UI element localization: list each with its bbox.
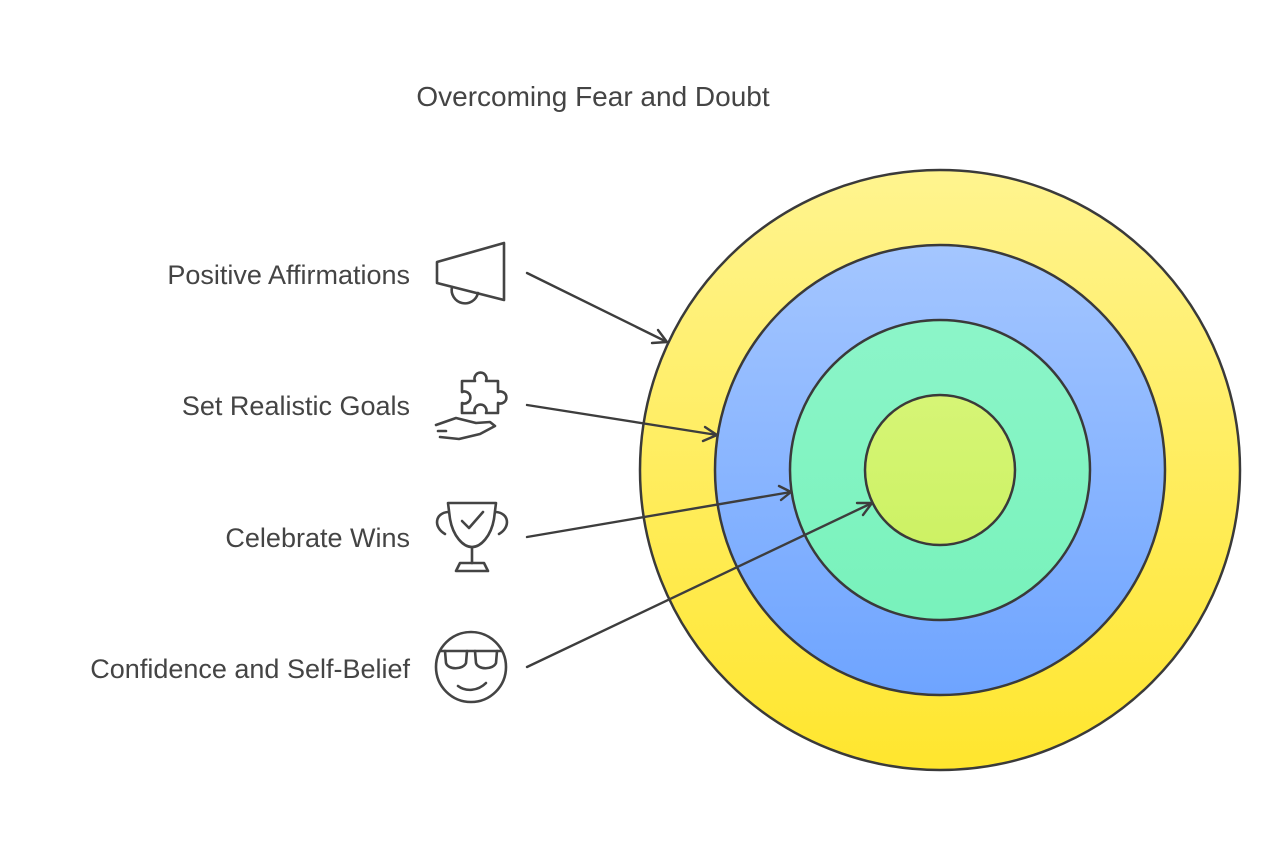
ring-confidence-center bbox=[863, 393, 1017, 547]
diagram-title: Overcoming Fear and Doubt bbox=[416, 81, 770, 112]
label-celebrate-wins: Celebrate Wins bbox=[225, 523, 410, 553]
trophy-check-icon bbox=[435, 501, 509, 573]
megaphone-icon bbox=[435, 241, 506, 305]
sunglasses-face-icon bbox=[434, 630, 508, 704]
arrow-celebrate-wins bbox=[525, 484, 793, 539]
label-set-realistic-goals: Set Realistic Goals bbox=[182, 391, 410, 421]
label-positive-affirmations: Positive Affirmations bbox=[167, 260, 410, 290]
arrow-positive-affirmations bbox=[525, 271, 669, 345]
concentric-target bbox=[638, 168, 1242, 772]
arrow-confidence-self-belief bbox=[525, 501, 874, 669]
puzzle-hand-icon bbox=[434, 371, 508, 441]
label-confidence-self-belief: Confidence and Self-Belief bbox=[90, 654, 410, 684]
arrow-set-realistic-goals bbox=[525, 403, 719, 443]
